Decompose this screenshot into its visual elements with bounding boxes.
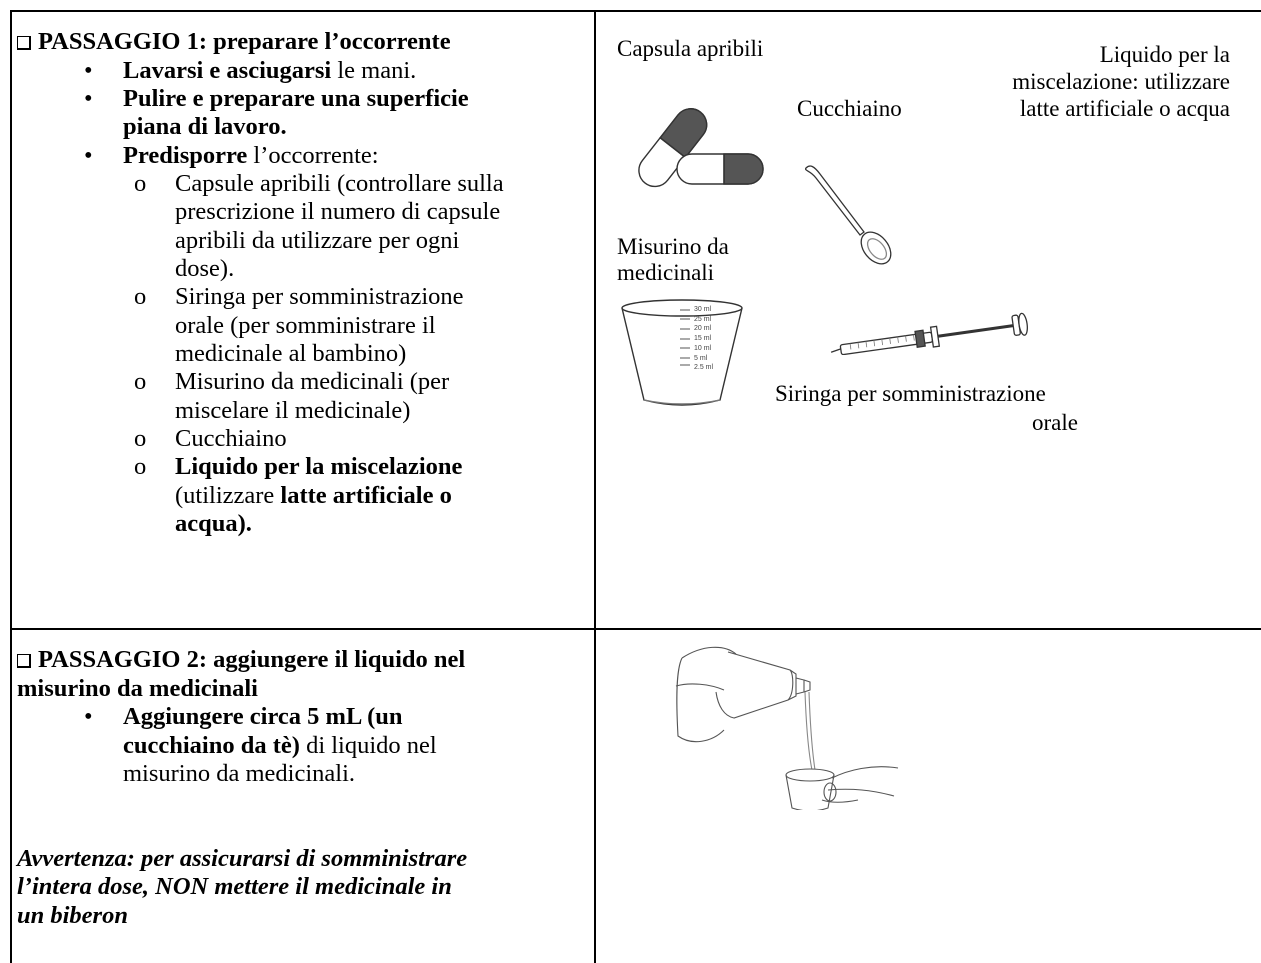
- liquid-label-line1: Liquido per la: [1099, 42, 1230, 67]
- checkbox-icon: [17, 654, 31, 668]
- syringe-label-line2: orale: [1032, 410, 1078, 435]
- cup-mark-15: 15 ml: [694, 335, 712, 343]
- sub-item-4: Cucchiaino: [175, 425, 287, 452]
- step2-warning-line3: un biberon: [17, 902, 128, 929]
- step1-bullet-1-text: Lavarsi e asciugarsi le mani.: [123, 57, 417, 84]
- step2-title-line2: misurino da medicinali: [17, 675, 258, 702]
- cup-mark-10: 10 ml: [694, 344, 712, 352]
- sub-marker-2: o: [134, 283, 147, 310]
- cup-marks: 30 ml 25 ml 20 ml 15 ml 10 ml 5 ml 2.5 m…: [694, 305, 713, 373]
- sub-item-2-line2: orale (per somministrare il: [175, 312, 436, 339]
- medicine-cup-icon: [621, 299, 743, 406]
- cup-mark-30: 30 ml: [694, 306, 712, 313]
- capsule-icon: [638, 108, 764, 188]
- table-left-border: [10, 10, 12, 963]
- sub-item-5-line3: acqua).: [175, 510, 252, 537]
- spoon-icon: [804, 165, 892, 265]
- step1-bullet-2: •: [84, 85, 93, 112]
- step1-bullet-1: •: [84, 57, 93, 84]
- checkbox-icon: [17, 36, 31, 50]
- sub-item-2-line3: medicinale al bambino): [175, 340, 407, 367]
- pour-liquid-illustration: [675, 646, 899, 810]
- table-top-border: [10, 10, 1261, 12]
- step2-warning-line2: l’intera dose, NON mettere il medicinale…: [17, 873, 452, 900]
- step1-bullet-3: •: [84, 142, 93, 169]
- liquid-label-line3: latte artificiale o acqua: [1019, 96, 1230, 121]
- step2-title-line1: PASSAGGIO 2: aggiungere il liquido nel: [17, 646, 465, 674]
- step2-bullet: •: [84, 703, 93, 730]
- sub-item-1-line1: Capsule apribili (controllare sulla: [175, 170, 504, 197]
- cup-label-line2: medicinali: [617, 260, 715, 285]
- liquid-label-line2: miscelazione: utilizzare: [1012, 69, 1230, 94]
- sub-marker-5: o: [134, 453, 147, 480]
- cup-mark-25: 25 ml: [694, 315, 712, 323]
- capsule-label: Capsula apribili: [617, 36, 764, 61]
- step1-bullet-3-text: Predisporre l’occorrente:: [123, 142, 379, 169]
- sub-item-1-line4: dose).: [175, 255, 235, 282]
- table-row-divider: [10, 628, 1261, 630]
- cup-mark-2-5: 2.5 ml: [694, 364, 714, 372]
- sub-marker-4: o: [134, 425, 147, 452]
- sub-item-1-line3: apribili da utilizzare per ogni: [175, 227, 460, 254]
- sub-item-2-line1: Siringa per somministrazione: [175, 283, 464, 310]
- sub-item-5-line2: (utilizzare latte artificiale o: [175, 482, 452, 509]
- step1-bullet-2-line2: piana di lavoro.: [123, 113, 287, 140]
- step2-bullet-line3: misurino da medicinali.: [123, 760, 356, 787]
- sub-marker-1: o: [134, 170, 147, 197]
- sub-item-1-line2: prescrizione il numero di capsule: [175, 198, 501, 225]
- sub-item-3-line2: miscelare il medicinale): [175, 397, 411, 424]
- sub-item-5-line1: Liquido per la miscelazione: [175, 453, 463, 480]
- spoon-label: Cucchiaino: [797, 96, 902, 121]
- sub-item-3-line1: Misurino da medicinali (per: [175, 368, 450, 395]
- step2-bullet-line2: cucchiaino da tè) di liquido nel: [123, 732, 437, 759]
- step1-title: PASSAGGIO 1: preparare l’occorrente: [17, 28, 451, 56]
- syringe-label-line1: Siringa per somministrazione: [775, 381, 1046, 406]
- cup-label-line1: Misurino da: [617, 234, 729, 259]
- step2-warning-line1: Avvertenza: per assicurarsi di somminist…: [17, 845, 468, 872]
- step2-bullet-line1: Aggiungere circa 5 mL (un: [123, 703, 403, 730]
- cup-mark-20: 20 ml: [694, 325, 712, 333]
- step1-bullet-2-line1: Pulire e preparare una superficie: [123, 85, 469, 112]
- table-column-divider: [594, 10, 596, 963]
- syringe-icon: [830, 312, 1028, 355]
- cup-mark-5: 5 ml: [694, 354, 708, 362]
- sub-marker-3: o: [134, 368, 147, 395]
